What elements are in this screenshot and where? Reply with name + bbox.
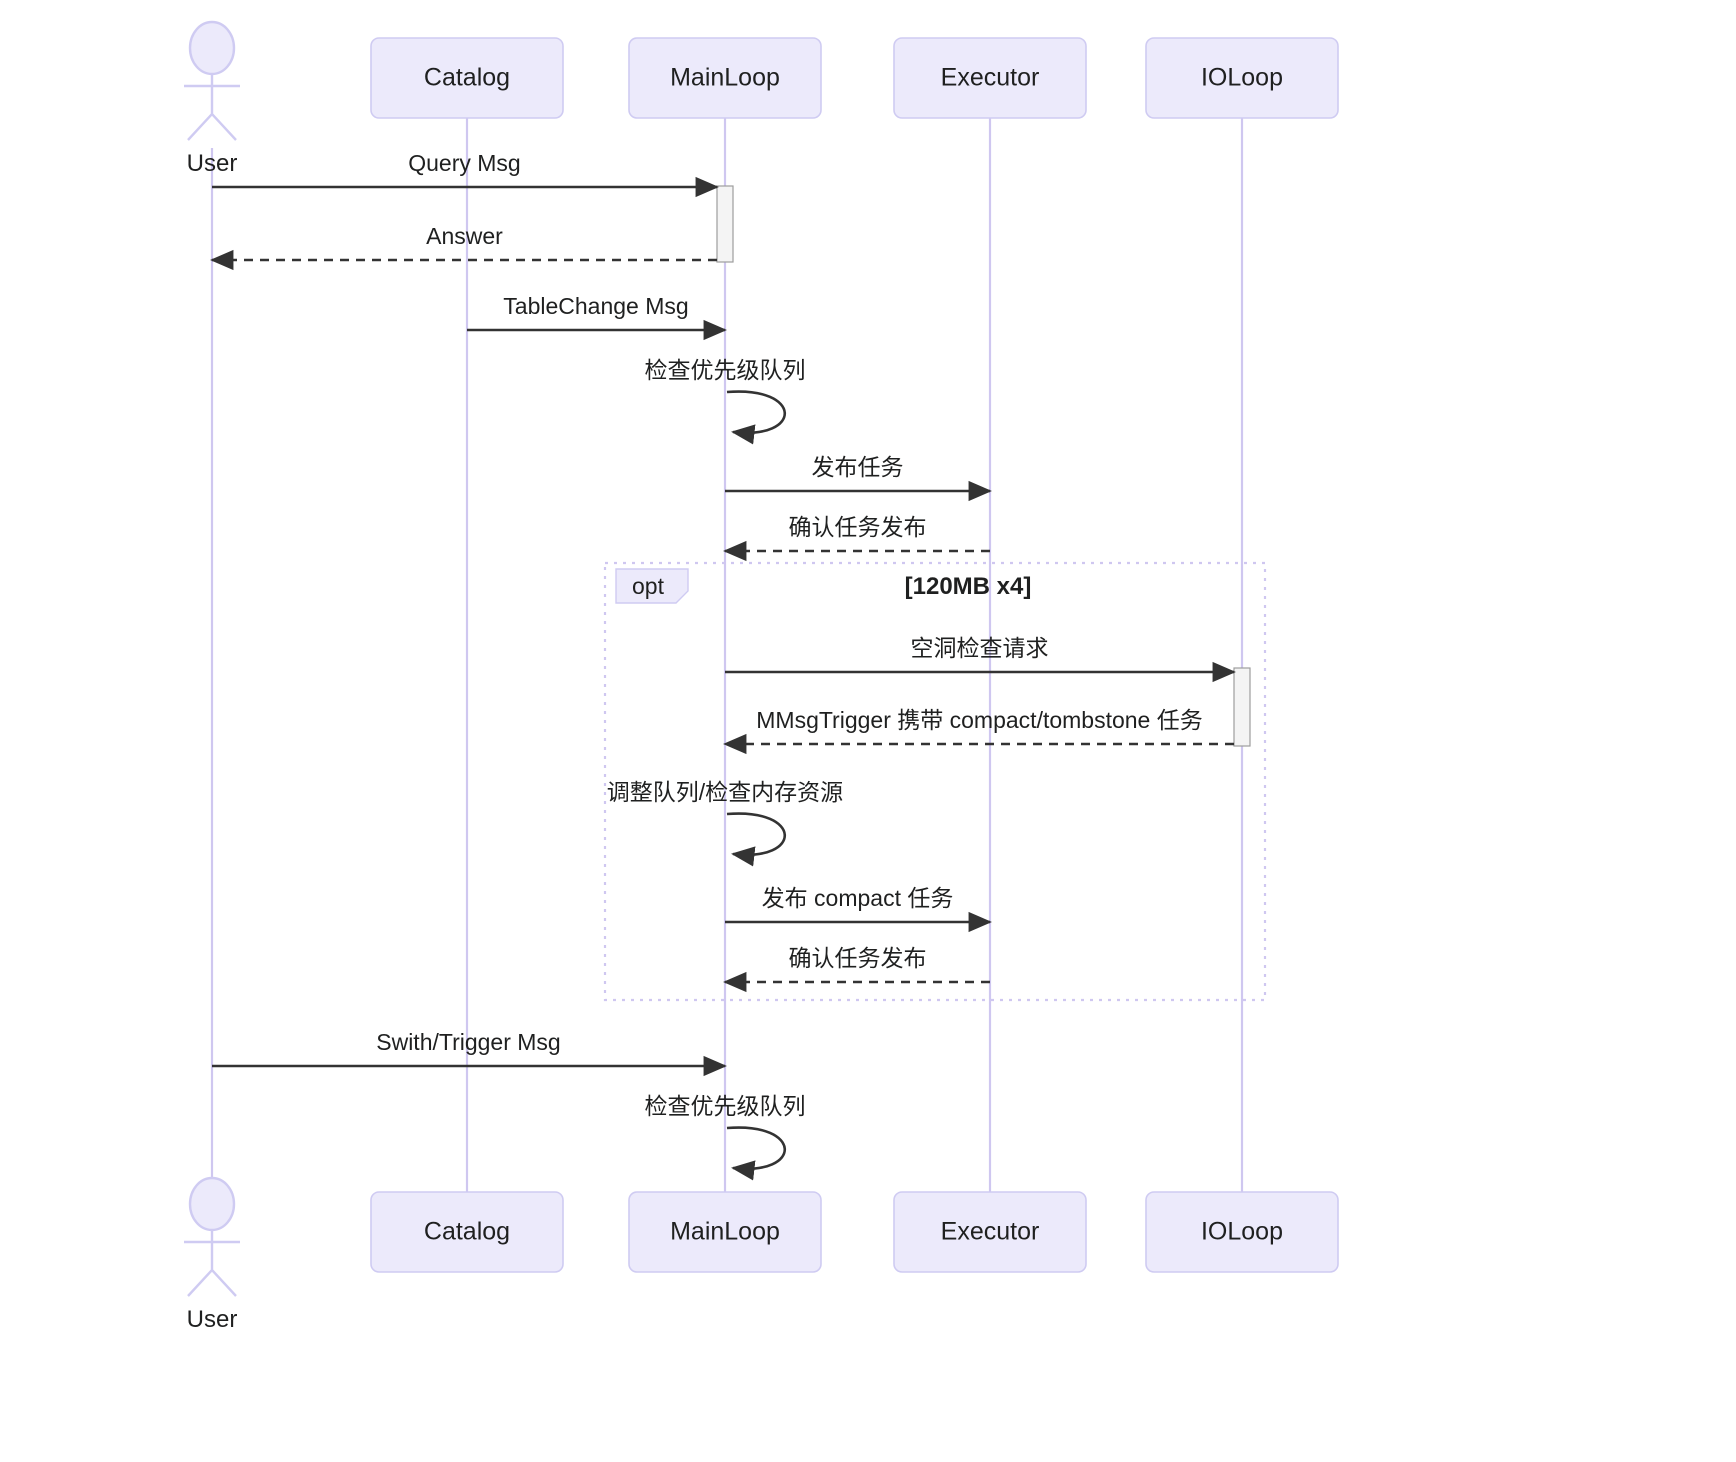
message-label: 发布任务	[812, 454, 904, 480]
message-m11[interactable]: 确认任务发布	[723, 945, 990, 993]
message-label: Query Msg	[408, 150, 520, 176]
fragment-tag-shape	[615, 568, 689, 604]
participant-label-mainloop: MainLoop	[670, 64, 780, 92]
message-label: 发布 compact 任务	[762, 885, 954, 911]
participant-box-mainloop	[628, 37, 822, 119]
participant-label-user: User	[187, 150, 238, 177]
participant-label-executor: Executor	[941, 1218, 1040, 1246]
message-self-loop-arrow	[726, 390, 786, 445]
message-m9[interactable]: 调整队列/检查内存资源	[607, 779, 843, 867]
participant-box-catalog	[370, 37, 564, 119]
message-self-loop-arrow	[726, 1126, 786, 1181]
message-m8[interactable]: MMsgTrigger 携带 compact/tombstone 任务	[723, 707, 1234, 755]
message-m7[interactable]: 空洞检查请求	[725, 635, 1236, 683]
participant-mainloop-bottom[interactable]: MainLoop	[628, 1191, 822, 1273]
participant-box-catalog	[370, 1191, 564, 1273]
participant-label-catalog: Catalog	[424, 64, 510, 92]
participant-box-ioloop	[1145, 1191, 1339, 1273]
participants-top-group: User Catalog MainLoop Executor IOLoop	[184, 20, 1339, 177]
message-label: 调整队列/检查内存资源	[607, 779, 843, 805]
lifelines-group	[210, 118, 1244, 1196]
message-label: 检查优先级队列	[645, 357, 806, 383]
participants-bottom-group: User Catalog MainLoop Executor IOLoop	[184, 1176, 1339, 1333]
participant-label-executor: Executor	[941, 64, 1040, 92]
participant-user-top[interactable]: User	[184, 20, 240, 177]
participant-mainloop-top[interactable]: MainLoop	[628, 37, 822, 119]
message-label: TableChange Msg	[503, 293, 688, 319]
fragments-group: opt [120MB x4]	[603, 561, 1267, 1002]
message-m12[interactable]: Swith/Trigger Msg	[212, 1029, 727, 1077]
fragment-condition-label: [120MB x4]	[905, 573, 1032, 600]
participant-user-bottom[interactable]: User	[184, 1176, 240, 1333]
message-label: 检查优先级队列	[645, 1093, 806, 1119]
fragment-tag-label: opt	[632, 573, 665, 599]
message-m4[interactable]: 检查优先级队列	[645, 357, 806, 445]
participant-catalog-top[interactable]: Catalog	[370, 37, 564, 119]
participant-ioloop-top[interactable]: IOLoop	[1145, 37, 1339, 119]
message-label: 确认任务发布	[789, 514, 927, 540]
participant-ioloop-bottom[interactable]: IOLoop	[1145, 1191, 1339, 1273]
message-self-loop-arrow	[726, 812, 786, 867]
message-label: Swith/Trigger Msg	[376, 1029, 560, 1055]
message-m3[interactable]: TableChange Msg	[467, 293, 727, 341]
participant-box-executor	[893, 37, 1087, 119]
actor-head-icon	[188, 20, 236, 76]
activation-bar-ioloop	[1233, 667, 1251, 747]
participant-label-mainloop: MainLoop	[670, 1218, 780, 1246]
activations-group	[716, 185, 1251, 747]
actor-body-icon	[184, 74, 240, 141]
participant-label-ioloop: IOLoop	[1201, 64, 1283, 92]
actor-body-icon	[184, 1230, 240, 1297]
message-label: 空洞检查请求	[911, 635, 1049, 661]
message-m13[interactable]: 检查优先级队列	[645, 1093, 806, 1181]
actor-head-icon	[188, 1176, 236, 1232]
participant-box-ioloop	[1145, 37, 1339, 119]
participant-executor-top[interactable]: Executor	[893, 37, 1087, 119]
fragment-opt-opt1: opt [120MB x4]	[603, 561, 1267, 1002]
participant-executor-bottom[interactable]: Executor	[893, 1191, 1087, 1273]
participant-box-executor	[893, 1191, 1087, 1273]
message-m10[interactable]: 发布 compact 任务	[725, 885, 992, 933]
participant-label-catalog: Catalog	[424, 1218, 510, 1246]
message-m2[interactable]: Answer	[210, 223, 717, 271]
participant-label-ioloop: IOLoop	[1201, 1218, 1283, 1246]
message-label: MMsgTrigger 携带 compact/tombstone 任务	[756, 707, 1203, 733]
participant-catalog-bottom[interactable]: Catalog	[370, 1191, 564, 1273]
message-m1[interactable]: Query Msg	[212, 150, 719, 198]
message-m5[interactable]: 发布任务	[725, 454, 992, 502]
activation-bar-mainloop	[716, 185, 734, 263]
participant-box-mainloop	[628, 1191, 822, 1273]
participant-label-user: User	[187, 1306, 238, 1333]
message-label: 确认任务发布	[789, 945, 927, 971]
message-m6[interactable]: 确认任务发布	[723, 514, 990, 562]
message-label: Answer	[426, 223, 503, 249]
